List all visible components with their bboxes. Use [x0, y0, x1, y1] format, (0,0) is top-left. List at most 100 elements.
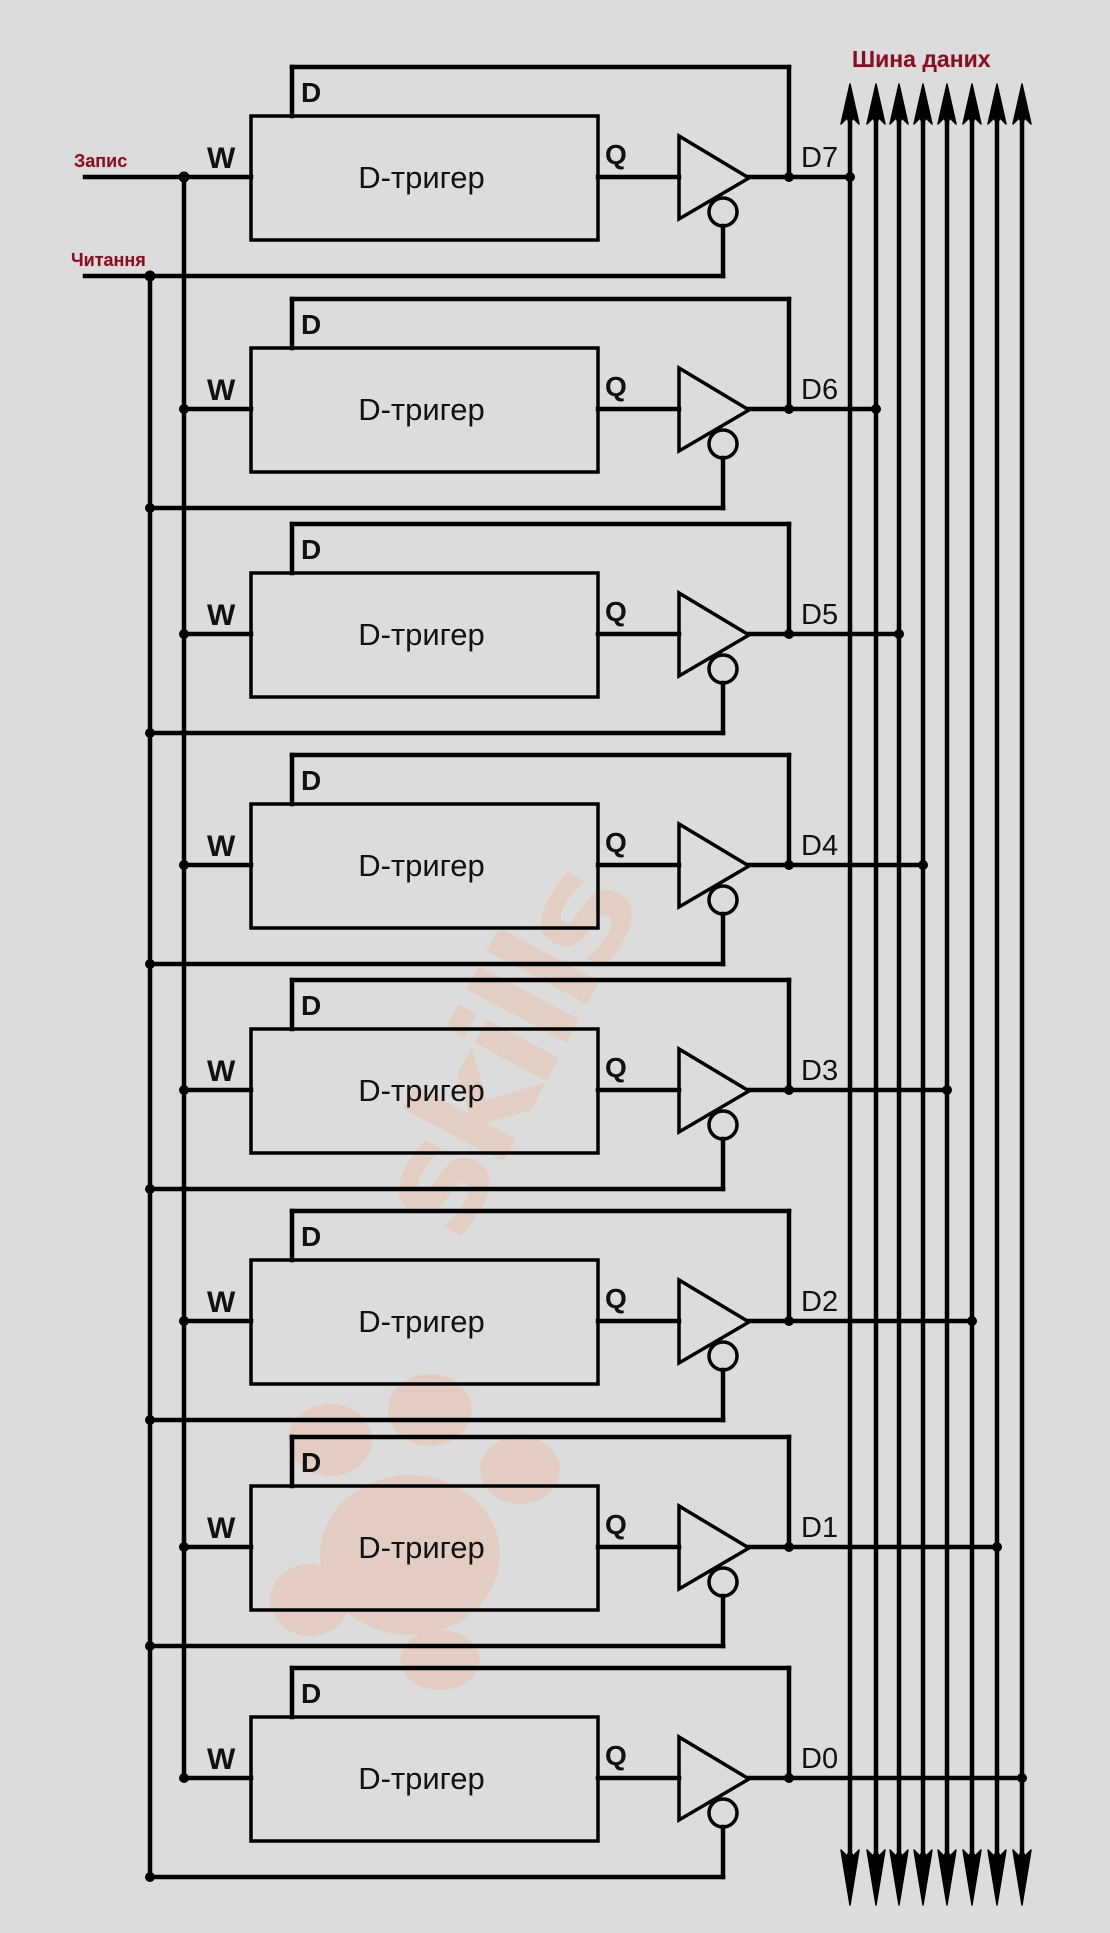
arrow-up-icon [913, 83, 933, 125]
output-junction-dot [784, 860, 794, 870]
read-junction-dot [145, 959, 155, 969]
bus-line-5 [962, 83, 982, 1906]
pin-d-label: D [301, 534, 321, 565]
d-trigger-label: D-тригер [358, 1073, 485, 1108]
output-junction-dot [784, 172, 794, 182]
bit-label-d4: D4 [801, 830, 838, 862]
tristate-buffer-icon [677, 1502, 753, 1593]
arrow-down-icon [1012, 1849, 1032, 1906]
paw-pad [320, 1475, 500, 1635]
tristate-buffer-icon [677, 1733, 753, 1824]
arrow-up-icon [866, 83, 886, 125]
w-junction-dot [179, 1085, 189, 1095]
inverting-enable-bubble-icon [707, 653, 739, 685]
pin-w-label: W [207, 1055, 236, 1088]
pin-w-label: W [207, 142, 236, 175]
pin-q-label: Q [605, 1740, 627, 1771]
paw-toe [388, 1374, 472, 1446]
bus-line-4 [937, 83, 957, 1906]
w-junction-dot [179, 1542, 189, 1552]
arrow-up-icon [962, 83, 982, 125]
arrow-up-icon [889, 83, 909, 125]
read-junction-dot [145, 1415, 155, 1425]
w-junction-dot [179, 1773, 189, 1783]
w-junction-dot [179, 629, 189, 639]
d-trigger-label: D-тригер [358, 1304, 485, 1339]
d-trigger-label: D-тригер [358, 848, 485, 883]
pin-w-label: W [207, 1743, 236, 1776]
d-trigger-label: D-тригер [358, 617, 485, 652]
data-bus-label: Шина даних [852, 46, 991, 72]
pin-q-label: Q [605, 1283, 627, 1314]
bit-label-d1: D1 [801, 1512, 838, 1544]
bus-line-1 [866, 83, 886, 1906]
read-junction-dot [145, 728, 155, 738]
pin-d-label: D [301, 1678, 321, 1709]
pin-d-label: D [301, 1447, 321, 1478]
pin-q-label: Q [605, 371, 627, 402]
arrow-up-icon [1012, 83, 1032, 125]
pin-w-label: W [207, 1512, 236, 1545]
output-junction-dot [784, 1773, 794, 1783]
pin-d-label: D [301, 990, 321, 1021]
arrow-down-icon [866, 1849, 886, 1906]
arrow-down-icon [962, 1849, 982, 1906]
bit-label-d3: D3 [801, 1055, 838, 1087]
d-trigger-label: D-тригер [358, 1530, 485, 1565]
paw-toe [400, 1630, 480, 1690]
arrow-up-icon [937, 83, 957, 125]
inverting-enable-bubble-icon [707, 428, 739, 460]
pin-d-label: D [301, 765, 321, 796]
inverting-enable-bubble-icon [707, 1340, 739, 1372]
arrow-down-icon [937, 1849, 957, 1906]
paw-toe [270, 1564, 350, 1636]
read-junction-dot [145, 503, 155, 513]
tristate-buffer-icon [677, 589, 753, 680]
w-junction-dot [179, 1316, 189, 1326]
pin-q-label: Q [605, 827, 627, 858]
pin-w-label: W [207, 599, 236, 632]
tristate-buffer-icon [677, 1045, 753, 1136]
output-junction-dot [784, 404, 794, 414]
read-junction-dot [145, 1641, 155, 1651]
data-bus [840, 83, 1032, 1906]
read-junction-dot [145, 1184, 155, 1194]
output-junction-dot [784, 1316, 794, 1326]
bus-line-0 [840, 83, 860, 1906]
bus-line-3 [913, 83, 933, 1906]
pin-q-label: Q [605, 1509, 627, 1540]
bus-line-7 [1012, 83, 1032, 1906]
pin-d-label: D [301, 309, 321, 340]
arrow-down-icon [987, 1849, 1007, 1906]
tristate-buffer-icon [677, 364, 753, 455]
output-junction-dot [784, 1085, 794, 1095]
inverting-enable-bubble-icon [707, 1797, 739, 1829]
d-trigger-label: D-тригер [358, 160, 485, 195]
bit-label-d5: D5 [801, 599, 838, 631]
d-trigger-label: D-тригер [358, 1761, 485, 1796]
write-input-label: Запис [74, 151, 127, 171]
bit-label-d7: D7 [801, 142, 838, 174]
d-trigger-label: D-тригер [358, 392, 485, 427]
arrow-down-icon [889, 1849, 909, 1906]
bus-line-6 [987, 83, 1007, 1906]
inverting-enable-bubble-icon [707, 1566, 739, 1598]
bus-line-2 [889, 83, 909, 1906]
arrow-down-icon [913, 1849, 933, 1906]
inverting-enable-bubble-icon [707, 1109, 739, 1141]
arrow-down-icon [840, 1849, 860, 1906]
output-junction-dot [784, 1542, 794, 1552]
w-junction-dot [179, 860, 189, 870]
read-input-label: Читання [71, 250, 146, 270]
pin-q-label: Q [605, 596, 627, 627]
register-cell-d4: D-тригер D W Q D4 [145, 752, 928, 969]
pin-q-label: Q [605, 139, 627, 170]
inverting-enable-bubble-icon [707, 884, 739, 916]
tristate-buffer-icon [677, 132, 753, 223]
pin-w-label: W [207, 830, 236, 863]
